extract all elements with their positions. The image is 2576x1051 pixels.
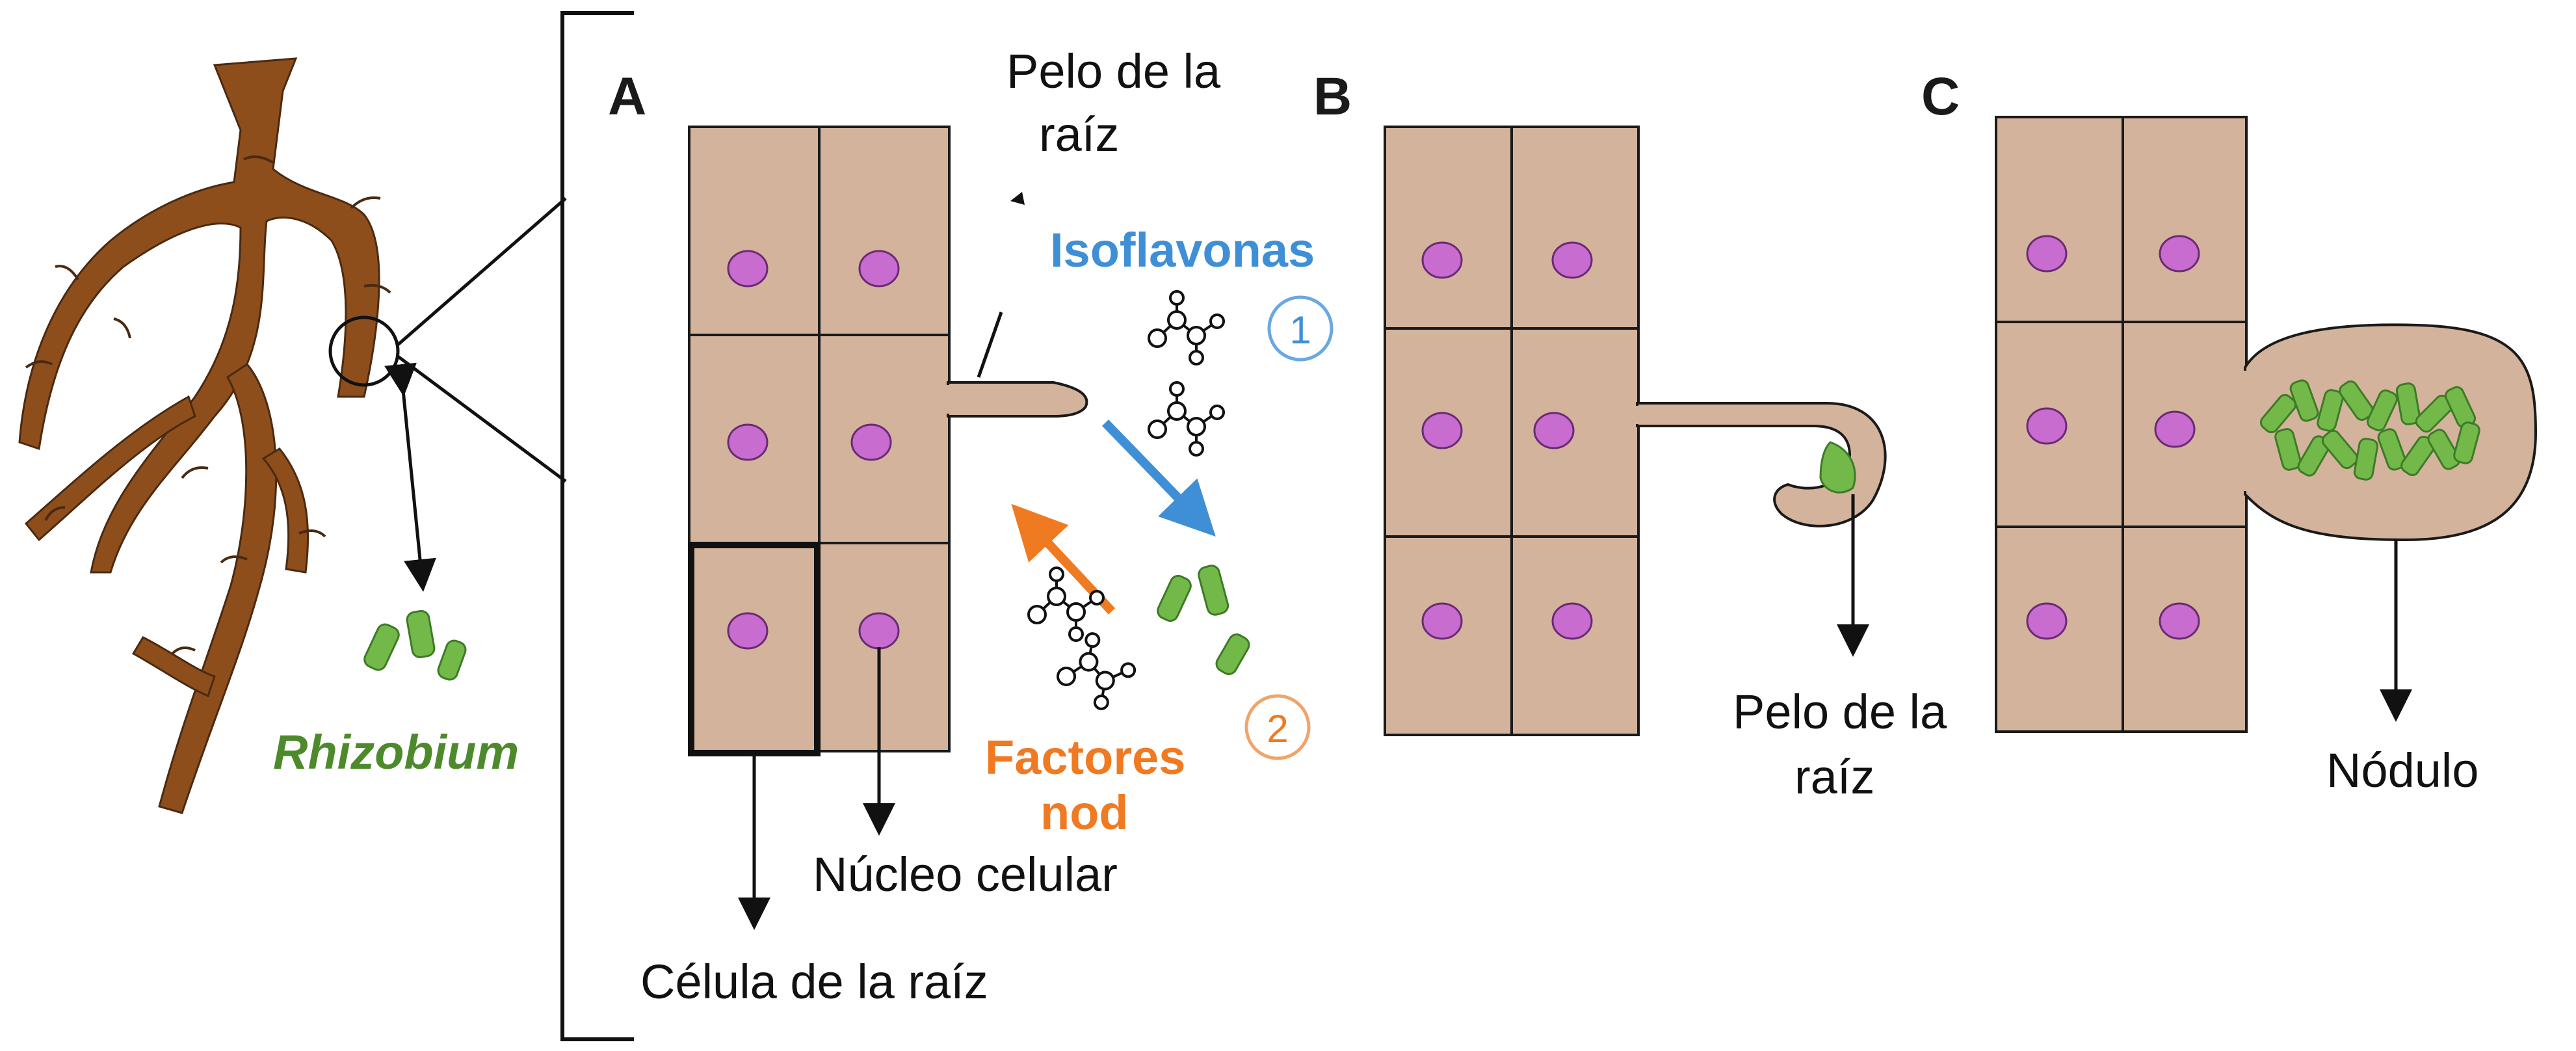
step-2-badge: 2 — [1244, 694, 1311, 760]
zoom-circle — [328, 315, 400, 387]
root-hair-label-a: Pelo de la — [1006, 44, 1221, 98]
rhizobium-bacteria-a — [1157, 565, 1250, 675]
nod-factors-label: Factores — [985, 730, 1185, 784]
step-1-badge: 1 — [1267, 295, 1334, 362]
isoflavones-label: Isoflavonas — [1050, 223, 1315, 277]
panel-label-b: B — [1313, 67, 1352, 126]
root-hair-pointer-a — [977, 312, 1003, 378]
svg-text:1: 1 — [1289, 308, 1311, 352]
nod-factors-label-line2: nod — [1040, 786, 1129, 840]
rhizobium-bacteria-left — [363, 609, 467, 681]
root-hair-label-b: Pelo de la — [1733, 685, 1947, 739]
isoflavones-arrow — [1101, 419, 1216, 537]
panel-b-nuclei — [1421, 241, 1593, 640]
zoom-line-upper — [397, 197, 567, 346]
root-system — [18, 57, 400, 814]
double-arrow — [384, 362, 436, 592]
panel-c-nuclei — [2026, 235, 2200, 640]
nodule-bacteria — [2259, 379, 2480, 481]
panel-a-nuclei — [727, 250, 900, 650]
root-cell-label: Célula de la raíz — [640, 955, 988, 1009]
isoflavone-molecules — [1148, 290, 1225, 457]
root-hair-arrowhead-a — [1010, 192, 1025, 205]
root-hair-label-b-line2: raíz — [1794, 750, 1874, 804]
svg-text:2: 2 — [1267, 707, 1288, 751]
zoom-bracket — [560, 11, 634, 1041]
rhizobium-label: Rhizobium — [273, 725, 519, 779]
root-hair-label-a-line2: raíz — [1039, 107, 1119, 161]
root-cell-highlight — [688, 542, 821, 756]
panel-label-c: C — [1921, 67, 1960, 126]
cell-nucleus-label: Núcleo celular — [813, 847, 1118, 901]
nod-factor-molecules — [1027, 566, 1141, 715]
panel-label-a: A — [608, 67, 646, 126]
nodule-label: Nódulo — [2326, 743, 2479, 797]
zoom-line-lower — [397, 354, 567, 483]
